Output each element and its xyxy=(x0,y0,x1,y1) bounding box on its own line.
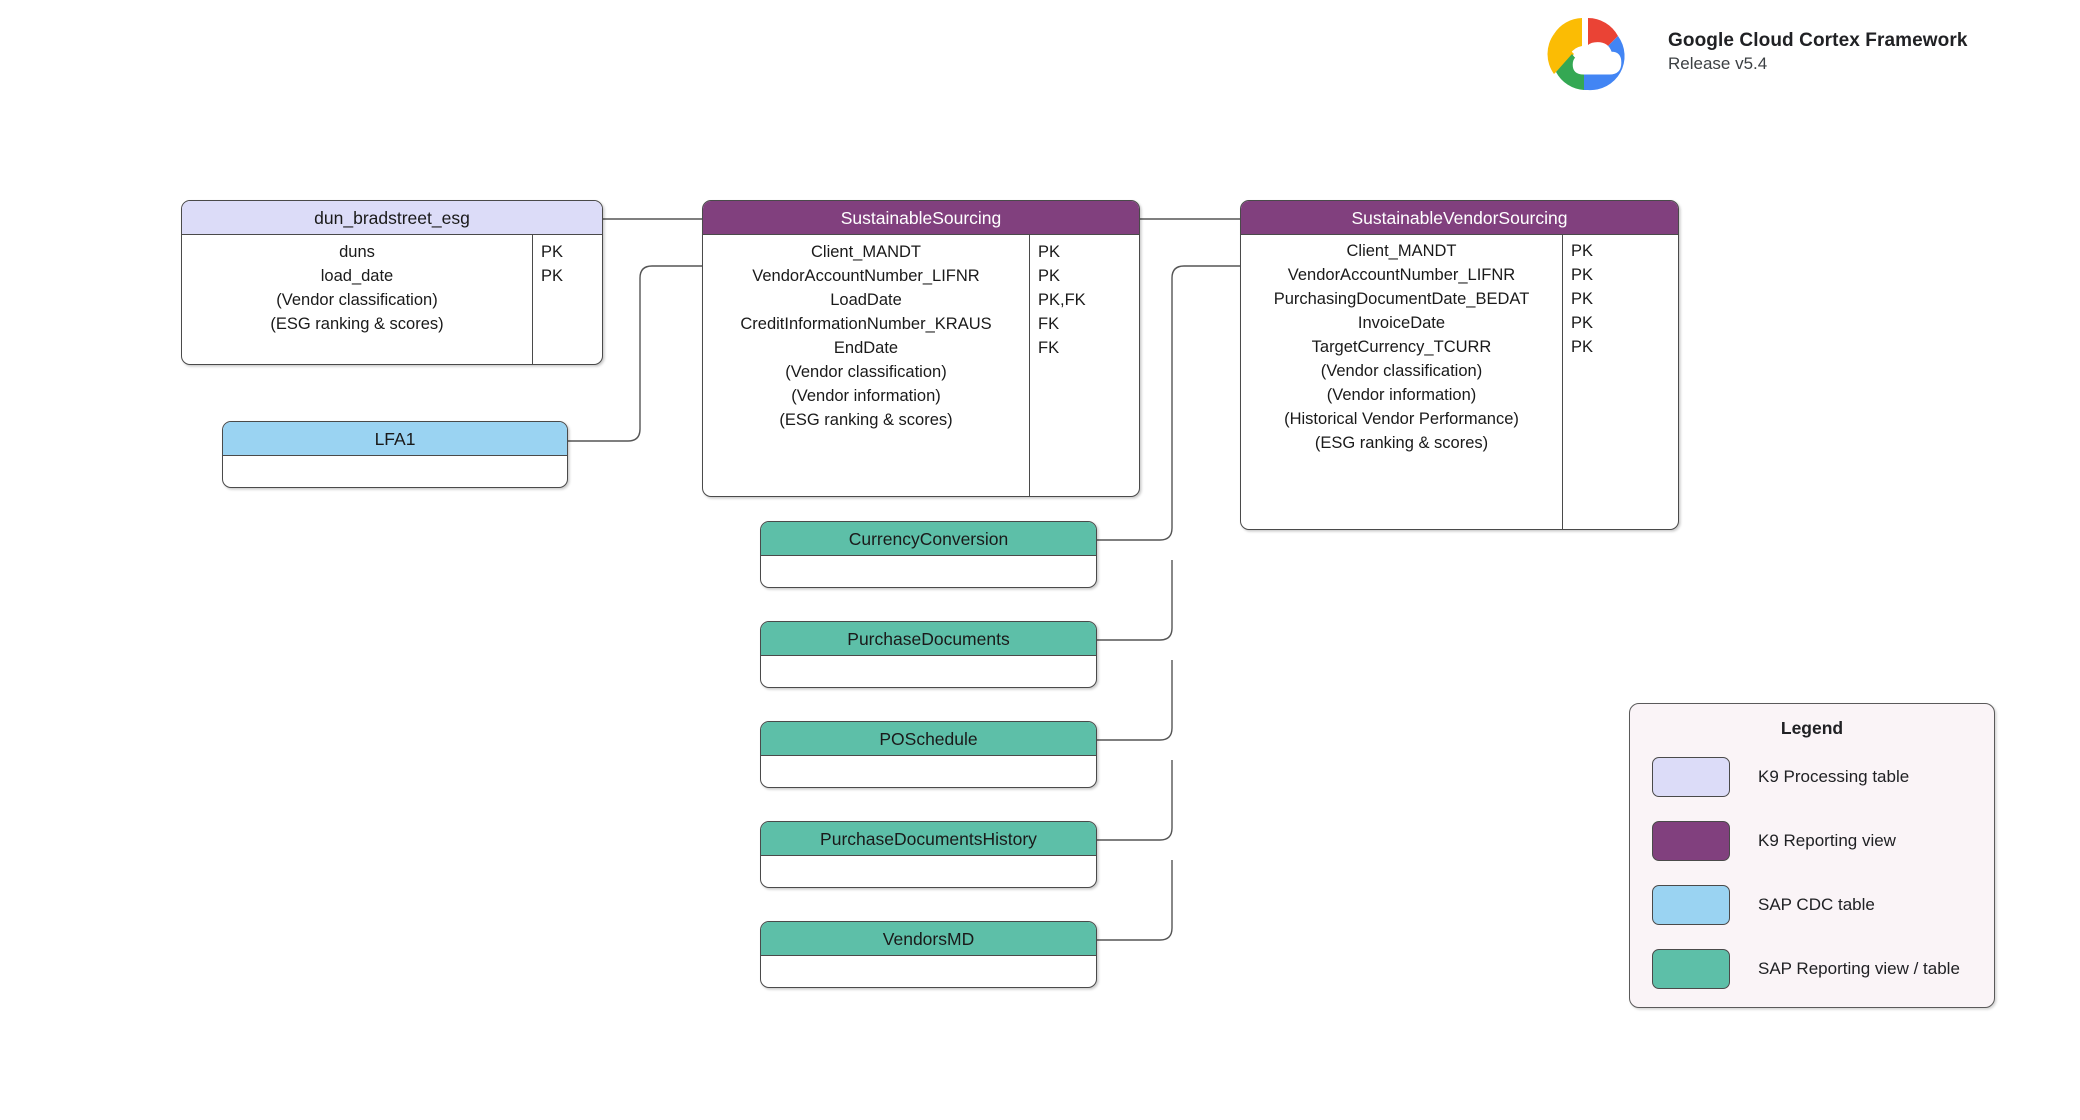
google-cloud-logo-icon xyxy=(1538,10,1650,94)
key-column: PK PK PK,FK FK FK xyxy=(1029,235,1139,496)
legend-label: K9 Processing table xyxy=(1758,767,1910,786)
entity-header-vendors-md: VendorsMD xyxy=(761,922,1096,956)
field-name: duns xyxy=(339,243,375,261)
legend-swatch-sap-reporting-view xyxy=(1652,949,1730,989)
field-key: PK xyxy=(1571,266,1594,284)
field-name: PurchasingDocumentDate_BEDAT xyxy=(1273,290,1530,308)
field-key: PK xyxy=(1571,242,1594,260)
entity-body-currency-conversion xyxy=(761,556,1096,586)
field-name: (Historical Vendor Performance) xyxy=(1284,410,1519,428)
connector-purchase-documents-history-to-vendor-sourcing xyxy=(1097,760,1173,841)
legend-label: K9 Reporting view xyxy=(1758,831,1896,850)
field-name: (ESG ranking & scores) xyxy=(270,315,444,333)
entity-body-lfa1 xyxy=(223,456,567,486)
field-name: (Vendor classification) xyxy=(785,363,947,381)
legend-swatch-sap-cdc-table xyxy=(1652,885,1730,925)
entity-header-lfa1: LFA1 xyxy=(223,422,567,456)
field-name: CreditInformationNumber_KRAUS xyxy=(740,315,992,333)
entity-lfa1[interactable]: LFA1 xyxy=(222,421,568,488)
field-name: Client_MANDT xyxy=(810,243,922,261)
field-name: (Vendor classification) xyxy=(1320,362,1483,380)
entity-sustainable-vendor-sourcing[interactable]: SustainableVendorSourcing Client_MANDT V… xyxy=(1240,200,1679,530)
field-name: LoadDate xyxy=(830,291,902,309)
field-name: (Vendor information) xyxy=(1326,386,1477,404)
legend-label: SAP CDC table xyxy=(1758,895,1875,914)
legend-item-sap-reporting-view: SAP Reporting view / table xyxy=(1630,943,1994,995)
field-name: InvoiceDate xyxy=(1357,314,1446,332)
legend-panel: Legend K9 Processing table K9 Reporting … xyxy=(1629,703,1995,1008)
connector-vendors-md-to-vendor-sourcing xyxy=(1097,860,1173,941)
field-name: load_date xyxy=(320,267,394,285)
field-name: VendorAccountNumber_LIFNR xyxy=(752,267,980,285)
legend-label: SAP Reporting view / table xyxy=(1758,959,1960,978)
field-key: PK xyxy=(1038,243,1061,261)
field-name: TargetCurrency_TCURR xyxy=(1311,338,1492,356)
entity-header-purchase-documents: PurchaseDocuments xyxy=(761,622,1096,656)
entity-po-schedule[interactable]: POSchedule xyxy=(760,721,1097,788)
brand-release: Release v5.4 xyxy=(1668,54,1768,74)
field-key: FK xyxy=(1038,315,1060,333)
key-column: PK PK xyxy=(532,235,602,364)
field-name: EndDate xyxy=(833,339,899,357)
entity-header-sustainable-sourcing: SustainableSourcing xyxy=(703,201,1139,235)
field-name: (Vendor classification) xyxy=(276,291,438,309)
legend-item-sap-cdc-table: SAP CDC table xyxy=(1630,879,1994,931)
entity-header-po-schedule: POSchedule xyxy=(761,722,1096,756)
entity-purchase-documents-history[interactable]: PurchaseDocumentsHistory xyxy=(760,821,1097,888)
field-key: PK,FK xyxy=(1038,291,1086,309)
field-key: PK xyxy=(1571,338,1594,356)
legend-title: Legend xyxy=(1780,718,1844,738)
legend-swatch-k9-processing-table xyxy=(1652,757,1730,797)
entity-sustainable-sourcing[interactable]: SustainableSourcing Client_MANDT VendorA… xyxy=(702,200,1140,497)
connector-po-schedule-to-vendor-sourcing xyxy=(1097,660,1173,741)
entity-header-dun-bradstreet-esg: dun_bradstreet_esg xyxy=(182,201,602,235)
entity-body-purchase-documents-history xyxy=(761,856,1096,886)
entity-header-sustainable-vendor-sourcing: SustainableVendorSourcing xyxy=(1241,201,1678,235)
entity-vendors-md[interactable]: VendorsMD xyxy=(760,921,1097,988)
field-name: (ESG ranking & scores) xyxy=(1314,434,1489,452)
field-key: PK xyxy=(1571,290,1594,308)
field-key: PK xyxy=(1038,267,1061,285)
field-name: VendorAccountNumber_LIFNR xyxy=(1287,266,1516,284)
entity-body-purchase-documents xyxy=(761,656,1096,686)
legend-item-k9-processing-table: K9 Processing table xyxy=(1630,751,1994,803)
field-name: (ESG ranking & scores) xyxy=(779,411,953,429)
entity-body-po-schedule xyxy=(761,756,1096,786)
field-key: PK xyxy=(541,267,564,285)
brand-title: Google Cloud Cortex Framework xyxy=(1668,29,1968,51)
entity-currency-conversion[interactable]: CurrencyConversion xyxy=(760,521,1097,588)
field-key: FK xyxy=(1038,339,1060,357)
connector-purchase-documents-to-vendor-sourcing xyxy=(1097,560,1173,641)
legend-item-k9-reporting-view: K9 Reporting view xyxy=(1630,815,1994,867)
key-column: PK PK PK PK PK xyxy=(1562,235,1678,529)
entity-purchase-documents[interactable]: PurchaseDocuments xyxy=(760,621,1097,688)
entity-body-vendors-md xyxy=(761,956,1096,986)
field-name: (Vendor information) xyxy=(791,387,941,405)
field-key: PK xyxy=(1571,314,1594,332)
entity-header-currency-conversion: CurrencyConversion xyxy=(761,522,1096,556)
field-name: Client_MANDT xyxy=(1346,242,1457,260)
entity-dun-bradstreet-esg[interactable]: dun_bradstreet_esg duns load_date (Vendo… xyxy=(181,200,603,365)
entity-header-purchase-documents-history: PurchaseDocumentsHistory xyxy=(761,822,1096,856)
field-key: PK xyxy=(541,243,564,261)
brand-header: Google Cloud Cortex Framework Release v5… xyxy=(1538,10,1968,94)
legend-swatch-k9-reporting-view xyxy=(1652,821,1730,861)
